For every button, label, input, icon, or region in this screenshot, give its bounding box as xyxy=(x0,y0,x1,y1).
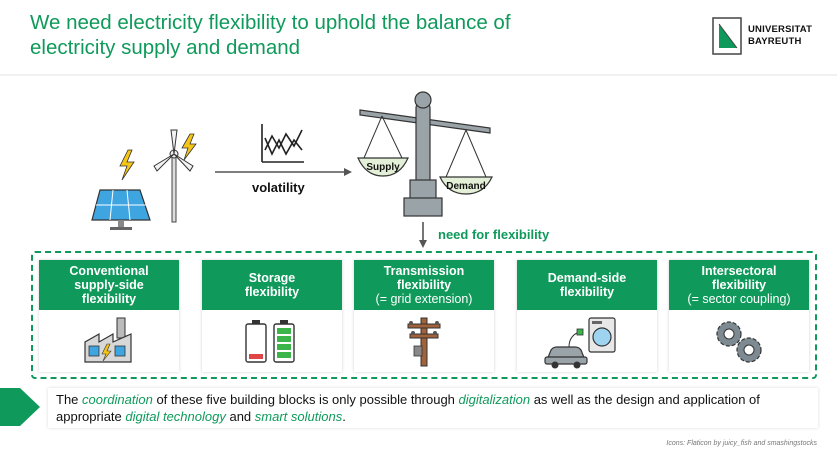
statement-highlight: digital technology xyxy=(125,409,226,424)
card-title-line: Intersectoral xyxy=(701,264,777,278)
card-conventional-flexibility: Conventional supply-side flexibility xyxy=(39,260,179,372)
header-divider xyxy=(0,74,837,76)
card-title-line: Storage xyxy=(248,271,296,285)
balance-figure: Supply Demand xyxy=(91,91,493,248)
statement-text: and xyxy=(225,409,255,424)
logo-mark-icon xyxy=(712,17,742,55)
title-line-2: electricity supply and demand xyxy=(30,36,301,59)
card-intersectoral-flexibility: Intersectoral flexibility (= sector coup… xyxy=(669,260,809,372)
card-title-line: supply-side xyxy=(74,278,144,292)
coordination-statement-box: The coordination of these five building … xyxy=(48,388,818,428)
supply-label: Supply xyxy=(366,162,400,173)
wind-turbine-icon xyxy=(153,129,197,223)
card-title-line: Conventional xyxy=(69,264,149,278)
solar-panel-icon xyxy=(91,149,151,230)
statement-highlight: coordination xyxy=(82,392,153,407)
card-title: Transmission flexibility (= grid extensi… xyxy=(354,260,494,310)
card-title-line: flexibility xyxy=(244,285,300,299)
logo-line-2: BAYREUTH xyxy=(748,36,802,47)
card-title: Demand-side flexibility xyxy=(517,260,657,310)
volatility-label: volatility xyxy=(252,180,305,195)
card-demand-side-flexibility: Demand-side flexibility xyxy=(517,260,657,372)
card-title-line: flexibility xyxy=(396,278,452,292)
power-pole-icon xyxy=(407,317,441,367)
statement-text: of these five building blocks is only po… xyxy=(152,392,459,407)
volatility-chart-icon xyxy=(261,124,304,163)
balance-scale-icon: Supply Demand xyxy=(357,91,493,217)
coordination-statement: The coordination of these five building … xyxy=(56,391,816,425)
statement-text: . xyxy=(342,409,346,424)
flexibility-building-blocks-box xyxy=(31,251,817,379)
statement-text: The xyxy=(56,392,83,407)
card-transmission-flexibility: Transmission flexibility (= grid extensi… xyxy=(354,260,494,372)
statement-text: as well as the design and application of… xyxy=(56,392,760,424)
university-logo: UNIVERSITAT BAYREUTH xyxy=(710,12,830,62)
card-title-line: Transmission xyxy=(383,264,465,278)
title-line-1: We need electricity flexibility to uphol… xyxy=(30,11,511,34)
logo-line-1: UNIVERSITAT xyxy=(748,24,813,35)
icon-credit: Icons: Flaticon by juicy_fish and smashi… xyxy=(666,440,817,447)
statement-highlight: digitalization xyxy=(458,392,531,407)
gears-icon xyxy=(716,321,762,363)
need-for-flexibility-label: need for flexibility xyxy=(438,227,550,242)
car-washing-machine-icon xyxy=(544,317,616,369)
card-title: Intersectoral flexibility (= sector coup… xyxy=(669,260,809,310)
card-title: Conventional supply-side flexibility xyxy=(39,260,179,310)
highlight-arrow-icon xyxy=(0,388,40,426)
page-title: We need electricity flexibility to uphol… xyxy=(30,10,670,60)
card-title-line: Demand-side xyxy=(547,271,627,285)
card-subtitle: (= grid extension) xyxy=(375,292,473,306)
card-storage-flexibility: Storage flexibility xyxy=(202,260,342,372)
card-title-line: flexibility xyxy=(559,285,615,299)
card-subtitle: (= sector coupling) xyxy=(687,292,791,306)
demand-label: Demand xyxy=(446,181,485,192)
card-title: Storage flexibility xyxy=(202,260,342,310)
battery-icon xyxy=(245,320,295,363)
card-title-line: flexibility xyxy=(81,292,137,306)
card-title-line: flexibility xyxy=(711,278,767,292)
factory-icon xyxy=(84,317,132,363)
statement-highlight: smart solutions xyxy=(254,409,343,424)
